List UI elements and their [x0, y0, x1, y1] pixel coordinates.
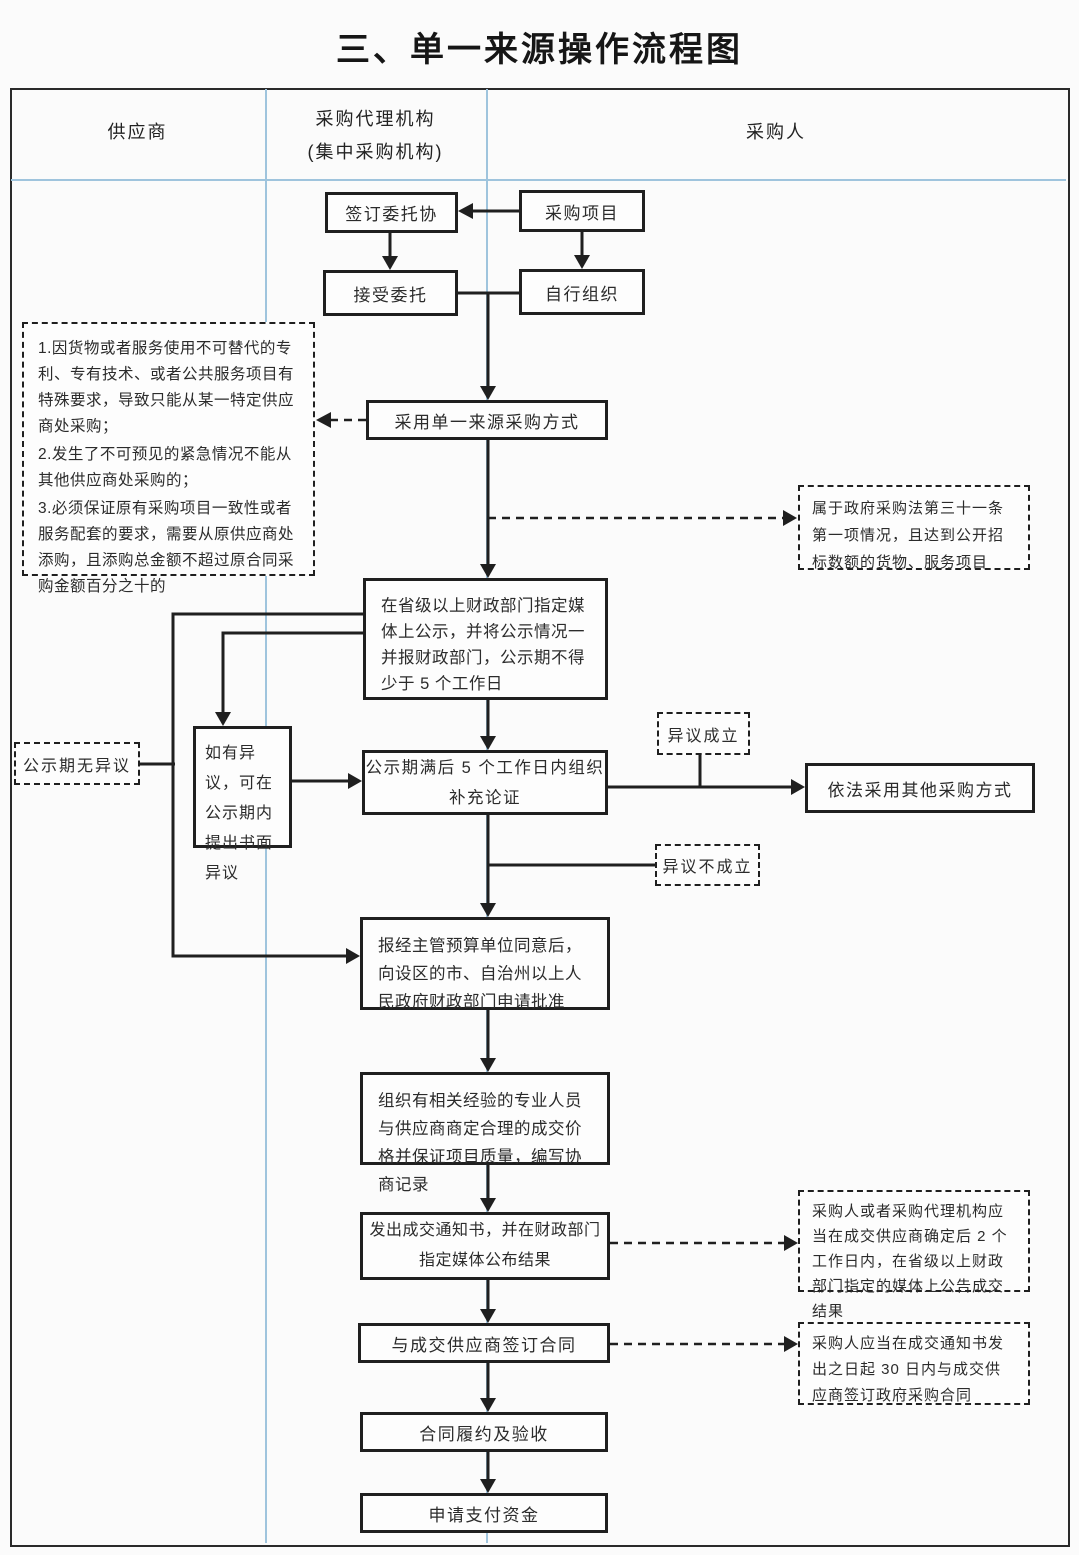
lane-header-purchaser: 采购人 [746, 122, 806, 142]
label-objection-invalid: 异议不成立 [655, 844, 760, 886]
label-objection-valid: 异议成立 [657, 712, 750, 755]
node-accept-entrustment: 接受委托 [323, 270, 458, 316]
annotation-conditions: 1.因货物或者服务使用不可替代的专利、专有技术、或者公共服务项目有特殊要求，导致… [22, 322, 315, 595]
condition-item-3: 3.必须保证原有采购项目一致性或者服务配套的要求，需要从原供应商处添购，且添购总… [38, 500, 295, 595]
condition-item-2: 2.发生了不可预见的紧急情况不能从其他供应商处采购的； [38, 446, 292, 489]
node-apply-approval: 报经主管预算单位同意后，向设区的市、自治州以上人民政府财政部门申请批准 [360, 917, 610, 1011]
lane-header-supplier: 供应商 [107, 122, 168, 142]
page-title: 三、单一来源操作流程图 [336, 31, 743, 69]
node-issue-notice: 发出成交通知书，并在财政部门指定媒体公布结果 [360, 1212, 610, 1280]
node-publicity: 在省级以上财政部门指定媒体上公示，并将公示情况一并报财政部门，公示期不得少于 5… [363, 578, 608, 700]
node-sign-agreement: 签订委托协 [325, 192, 458, 233]
node-single-source-method: 采用单一来源采购方式 [366, 400, 608, 440]
node-apply-payment: 申请支付资金 [360, 1493, 608, 1533]
label-no-objection: 公示期无异议 [14, 742, 140, 785]
lane-header-agency-line1: 采购代理机构 [315, 109, 436, 129]
condition-item-1: 1.因货物或者服务使用不可替代的专利、专有技术、或者公共服务项目有特殊要求，导致… [38, 340, 295, 435]
header-separator [11, 179, 1066, 181]
node-contract-acceptance: 合同履约及验收 [360, 1412, 608, 1452]
annotation-announce-result: 采购人或者采购代理机构应当在成交供应商确定后 2 个工作日内，在省级以上财政部门… [798, 1190, 1030, 1320]
annotation-sign-30days: 采购人应当在成交通知书发出之日起 30 日内与成交供应商签订政府采购合同 [798, 1322, 1030, 1405]
chart-frame [10, 88, 1070, 1547]
node-supplementary-demonstration: 公示期满后 5 个工作日内组织补充论证 [362, 750, 608, 815]
annotation-law31: 属于政府采购法第三十一条第一项情况，且达到公开招标数额的货物、服务项目 [798, 485, 1030, 571]
lane-header-agency-line2: (集中采购机构) [307, 142, 444, 162]
node-procurement-project: 采购项目 [519, 190, 645, 232]
node-objection: 如有异议，可在公示期内提出书面异议 [193, 726, 292, 882]
node-sign-contract: 与成交供应商签订合同 [358, 1323, 610, 1363]
node-other-procurement-method: 依法采用其他采购方式 [805, 763, 1035, 813]
node-self-organize: 自行组织 [519, 269, 645, 315]
node-negotiate-record: 组织有相关经验的专业人员与供应商商定合理的成交价格并保证项目质量，编写协商记录 [360, 1072, 610, 1194]
lane-header-agency: 采购代理机构 (集中采购机构) [265, 103, 486, 169]
